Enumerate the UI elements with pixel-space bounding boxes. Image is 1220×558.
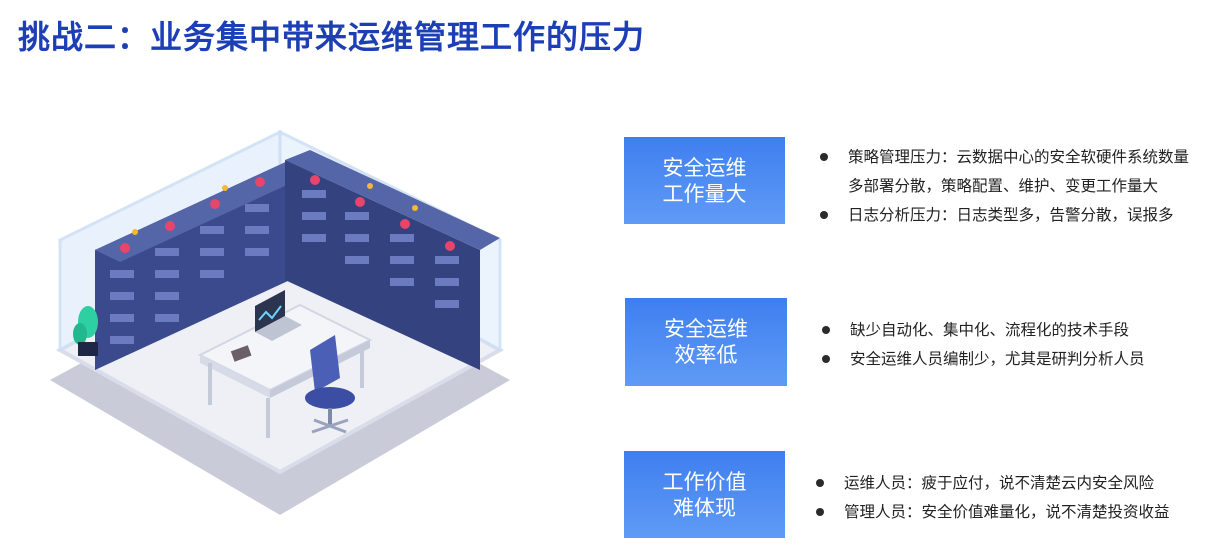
bullet-list-efficiency: 缺少自动化、集中化、流程化的技术手段 安全运维人员编制少，尤其是研判分析人员 <box>820 316 1210 374</box>
label-box-efficiency: 安全运维 效率低 <box>625 298 787 386</box>
label-line2: 难体现 <box>673 495 736 520</box>
label-box-value: 工作价值 难体现 <box>624 451 785 538</box>
list-item: 缺少自动化、集中化、流程化的技术手段 <box>820 316 1210 345</box>
bullet-list-value: 运维人员：疲于应付，说不清楚云内安全风险 管理人员：安全价值难量化，说不清楚投资… <box>814 469 1210 527</box>
label-line2: 工作量大 <box>662 181 747 206</box>
office-chair <box>305 335 355 434</box>
list-item: 安全运维人员编制少，尤其是研判分析人员 <box>820 345 1210 374</box>
server-room-illustration <box>50 129 510 515</box>
list-item: 运维人员：疲于应付，说不清楚云内安全风险 <box>814 469 1210 498</box>
potted-plant <box>73 306 98 356</box>
laptop <box>255 290 302 341</box>
label-line2: 效率低 <box>674 343 738 367</box>
label-line1: 安全运维 <box>664 317 748 341</box>
server-rack-right <box>285 150 500 370</box>
list-item: 策略管理压力：云数据中心的安全软硬件系统数量多部署分散，策略配置、维护、变更工作… <box>818 143 1193 201</box>
bullet-list-workload: 策略管理压力：云数据中心的安全软硬件系统数量多部署分散，策略配置、维护、变更工作… <box>818 143 1193 230</box>
label-box-workload: 安全运维 工作量大 <box>624 137 785 224</box>
label-line1: 工作价值 <box>662 469 747 494</box>
list-item: 管理人员：安全价值难量化，说不清楚投资收益 <box>814 498 1210 527</box>
page-title: 挑战二：业务集中带来运维管理工作的压力 <box>18 18 646 56</box>
notebook <box>230 345 252 362</box>
label-line1: 安全运维 <box>662 155 747 180</box>
list-item: 日志分析压力：日志类型多，告警分散，误报多 <box>818 201 1193 230</box>
